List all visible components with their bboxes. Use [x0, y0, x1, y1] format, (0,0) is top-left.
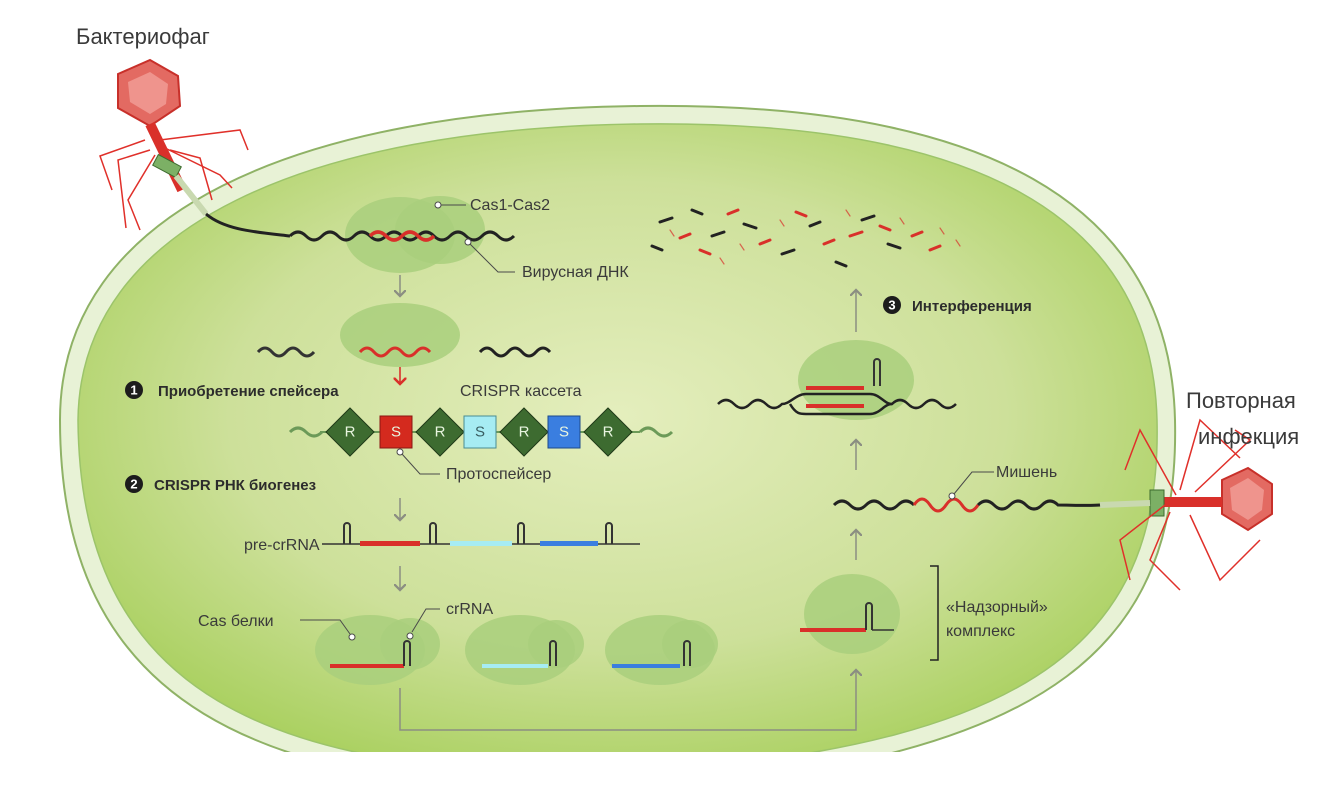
step-2-title: CRISPR РНК биогенез [154, 477, 316, 494]
label-crispr-cassette: CRISPR кассета [460, 383, 582, 400]
label-cas1-cas2: Cas1-Cas2 [470, 197, 550, 214]
surveillance-complex [800, 574, 900, 654]
interference-complex [717, 340, 957, 420]
label-surveillance-line1: «Надзорный» [946, 599, 1048, 616]
crispr-cassette: R S R S R S R [288, 407, 674, 457]
target-dna [832, 497, 1101, 513]
label-target: Мишень [996, 464, 1057, 481]
pre-crrna [322, 522, 640, 546]
label-viral-dna: Вирусная ДНК [522, 264, 629, 281]
step-1-title: Приобретение спейсера [158, 383, 339, 400]
svg-text:S: S [391, 424, 401, 441]
bacterial-cell [58, 104, 1177, 752]
cell-interior [77, 123, 1158, 752]
step-1-number: 1 [130, 383, 137, 398]
spacer-blue: S [547, 415, 581, 449]
step-3-title: Интерференция [912, 298, 1032, 315]
degraded-dna-fragments [650, 208, 961, 268]
label-cas-proteins: Cas белки [198, 613, 274, 630]
viral-dna-entry [205, 212, 291, 238]
svg-text:R: R [519, 424, 530, 441]
bacteriophage-top [99, 58, 249, 231]
spacer-cyan: S [463, 415, 497, 449]
bacteriophage-right [1099, 418, 1273, 591]
svg-text:R: R [345, 424, 356, 441]
svg-text:S: S [559, 424, 569, 441]
label-pre-crrna: pre-crRNA [244, 537, 320, 554]
step-3-number: 3 [888, 298, 895, 313]
svg-text:R: R [603, 424, 614, 441]
repeat-1: R [325, 407, 375, 457]
label-reinfection-line1: Повторная [1186, 388, 1296, 413]
spacer-red: S [379, 415, 413, 449]
step-3: 3 Интерференция [883, 296, 1032, 315]
cleaved-dna-fragments [256, 303, 552, 367]
cas1-cas2-complex [205, 196, 516, 273]
label-protospacer: Протоспейсер [446, 466, 551, 483]
repeat-4: R [583, 407, 633, 457]
label-surveillance-line2: комплекс [946, 623, 1015, 640]
repeat-2: R [415, 407, 465, 457]
cas-protein-complexes [315, 615, 718, 685]
repeat-3: R [499, 407, 549, 457]
step-1: 1 Приобретение спейсера [125, 381, 339, 400]
svg-text:R: R [435, 424, 446, 441]
label-crrna: crRNA [446, 601, 493, 618]
step-2: 2 CRISPR РНК биогенез [125, 475, 316, 494]
step-2-number: 2 [130, 477, 137, 492]
svg-text:S: S [475, 424, 485, 441]
label-reinfection-line2: инфекция [1198, 424, 1299, 449]
label-bacteriophage: Бактериофаг [76, 24, 210, 49]
